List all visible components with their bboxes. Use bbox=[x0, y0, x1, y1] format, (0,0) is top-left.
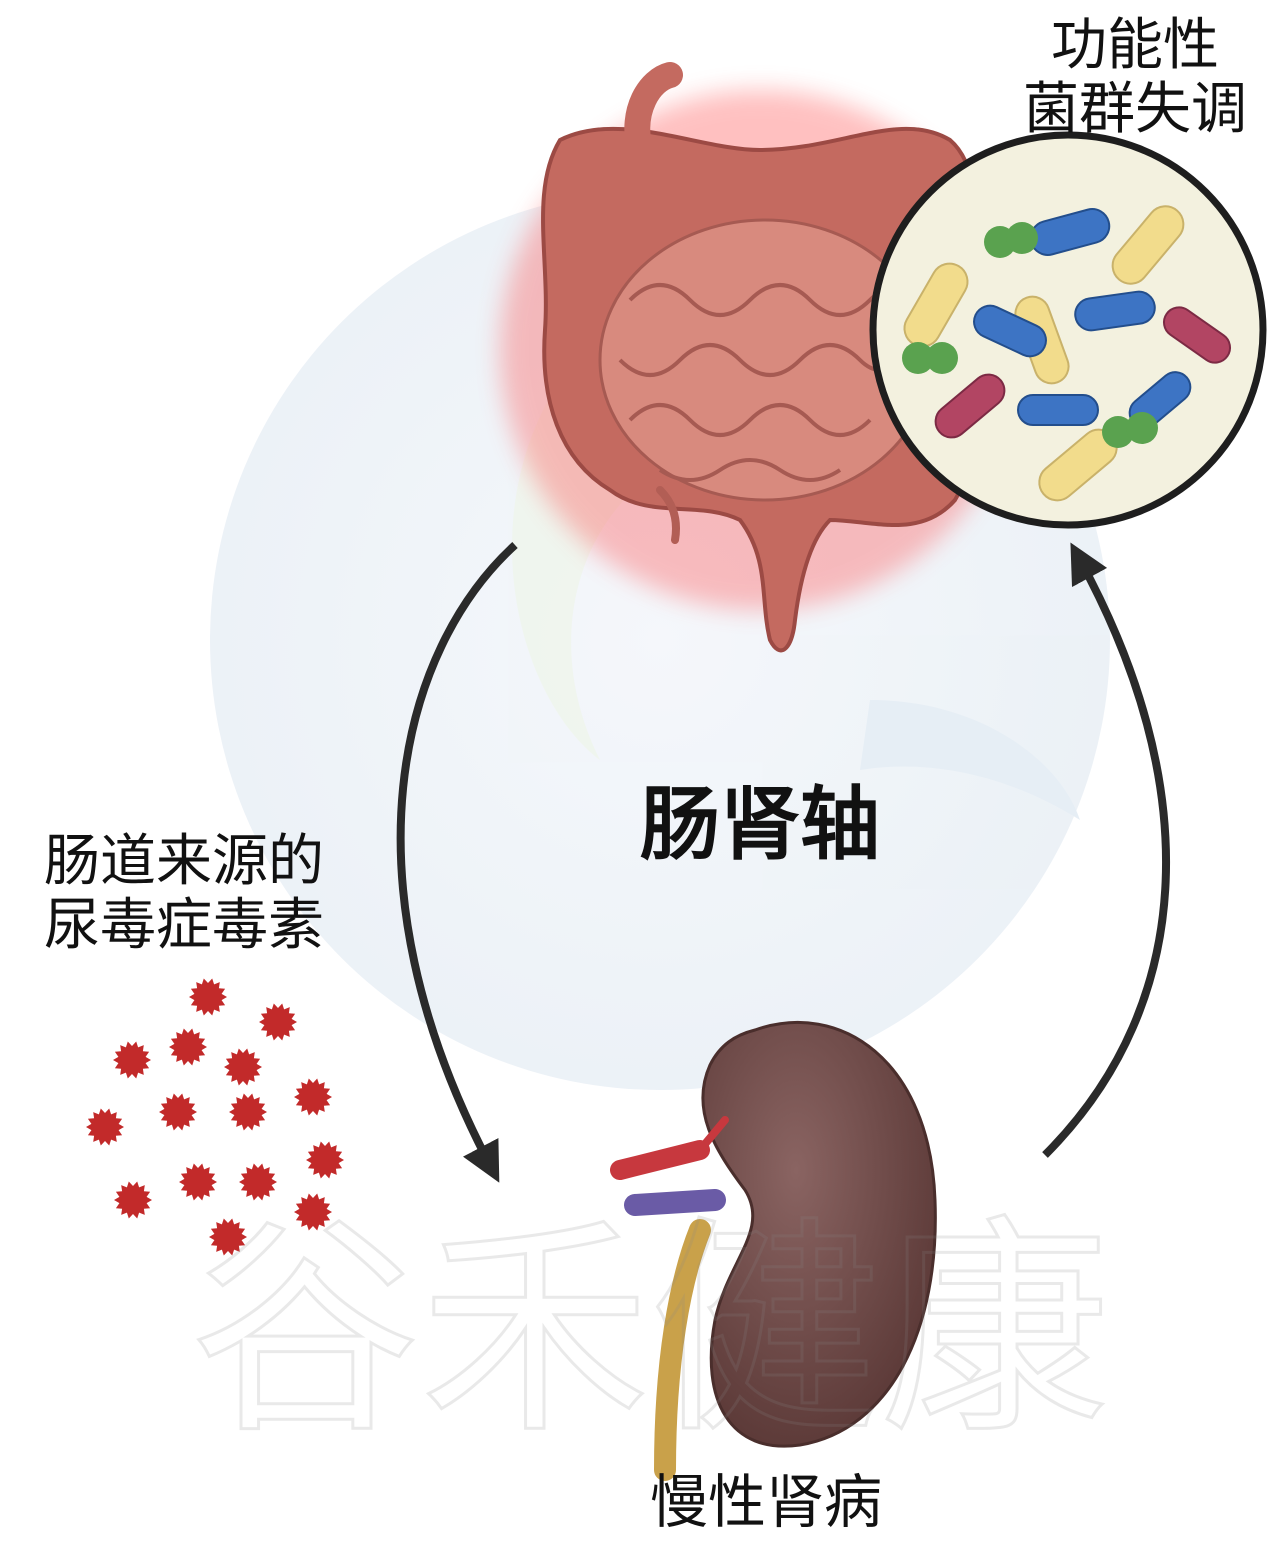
label-toxins-line1: 肠道来源的 bbox=[44, 829, 324, 894]
intestine-icon bbox=[500, 62, 1020, 653]
label-dysbiosis-line1: 功能性 bbox=[1051, 13, 1219, 78]
toxin-particle bbox=[229, 1093, 267, 1131]
watermark: 谷禾健康 bbox=[188, 1197, 1111, 1467]
toxin-particle-icon bbox=[86, 978, 344, 1256]
label-ckd: 慢性肾病 bbox=[650, 1468, 883, 1536]
toxin-particle bbox=[86, 1108, 124, 1146]
toxin-particle bbox=[259, 1003, 297, 1041]
toxin-particle bbox=[169, 1028, 207, 1066]
toxin-particle bbox=[113, 1041, 151, 1079]
page-title: 肠肾轴 bbox=[640, 778, 880, 871]
arrow-kidney-to-gut bbox=[1042, 542, 1170, 1158]
toxin-particle bbox=[239, 1163, 277, 1201]
bacteria-icon bbox=[869, 131, 1267, 529]
toxin-particle bbox=[209, 1218, 247, 1256]
toxin-particle bbox=[294, 1193, 332, 1231]
toxin-particle bbox=[306, 1141, 344, 1179]
arrow-gut-to-kidney bbox=[396, 542, 518, 1183]
kidney-icon bbox=[610, 1020, 937, 1481]
toxin-particle bbox=[114, 1181, 152, 1219]
label-toxins-line2: 尿毒症毒素 bbox=[44, 893, 324, 958]
toxin-particle bbox=[179, 1163, 217, 1201]
toxin-particle bbox=[189, 978, 227, 1016]
toxin-particle bbox=[294, 1078, 332, 1116]
toxin-particle bbox=[159, 1093, 197, 1131]
label-uremic-toxins: 肠道来源的 尿毒症毒素 bbox=[44, 830, 324, 958]
toxin-particle bbox=[224, 1048, 262, 1086]
label-dysbiosis-line2: 菌群失调 bbox=[1023, 77, 1247, 142]
label-dysbiosis: 功能性 菌群失调 bbox=[1000, 14, 1270, 142]
svg-text:谷禾健康: 谷禾健康 bbox=[190, 1198, 1110, 1465]
